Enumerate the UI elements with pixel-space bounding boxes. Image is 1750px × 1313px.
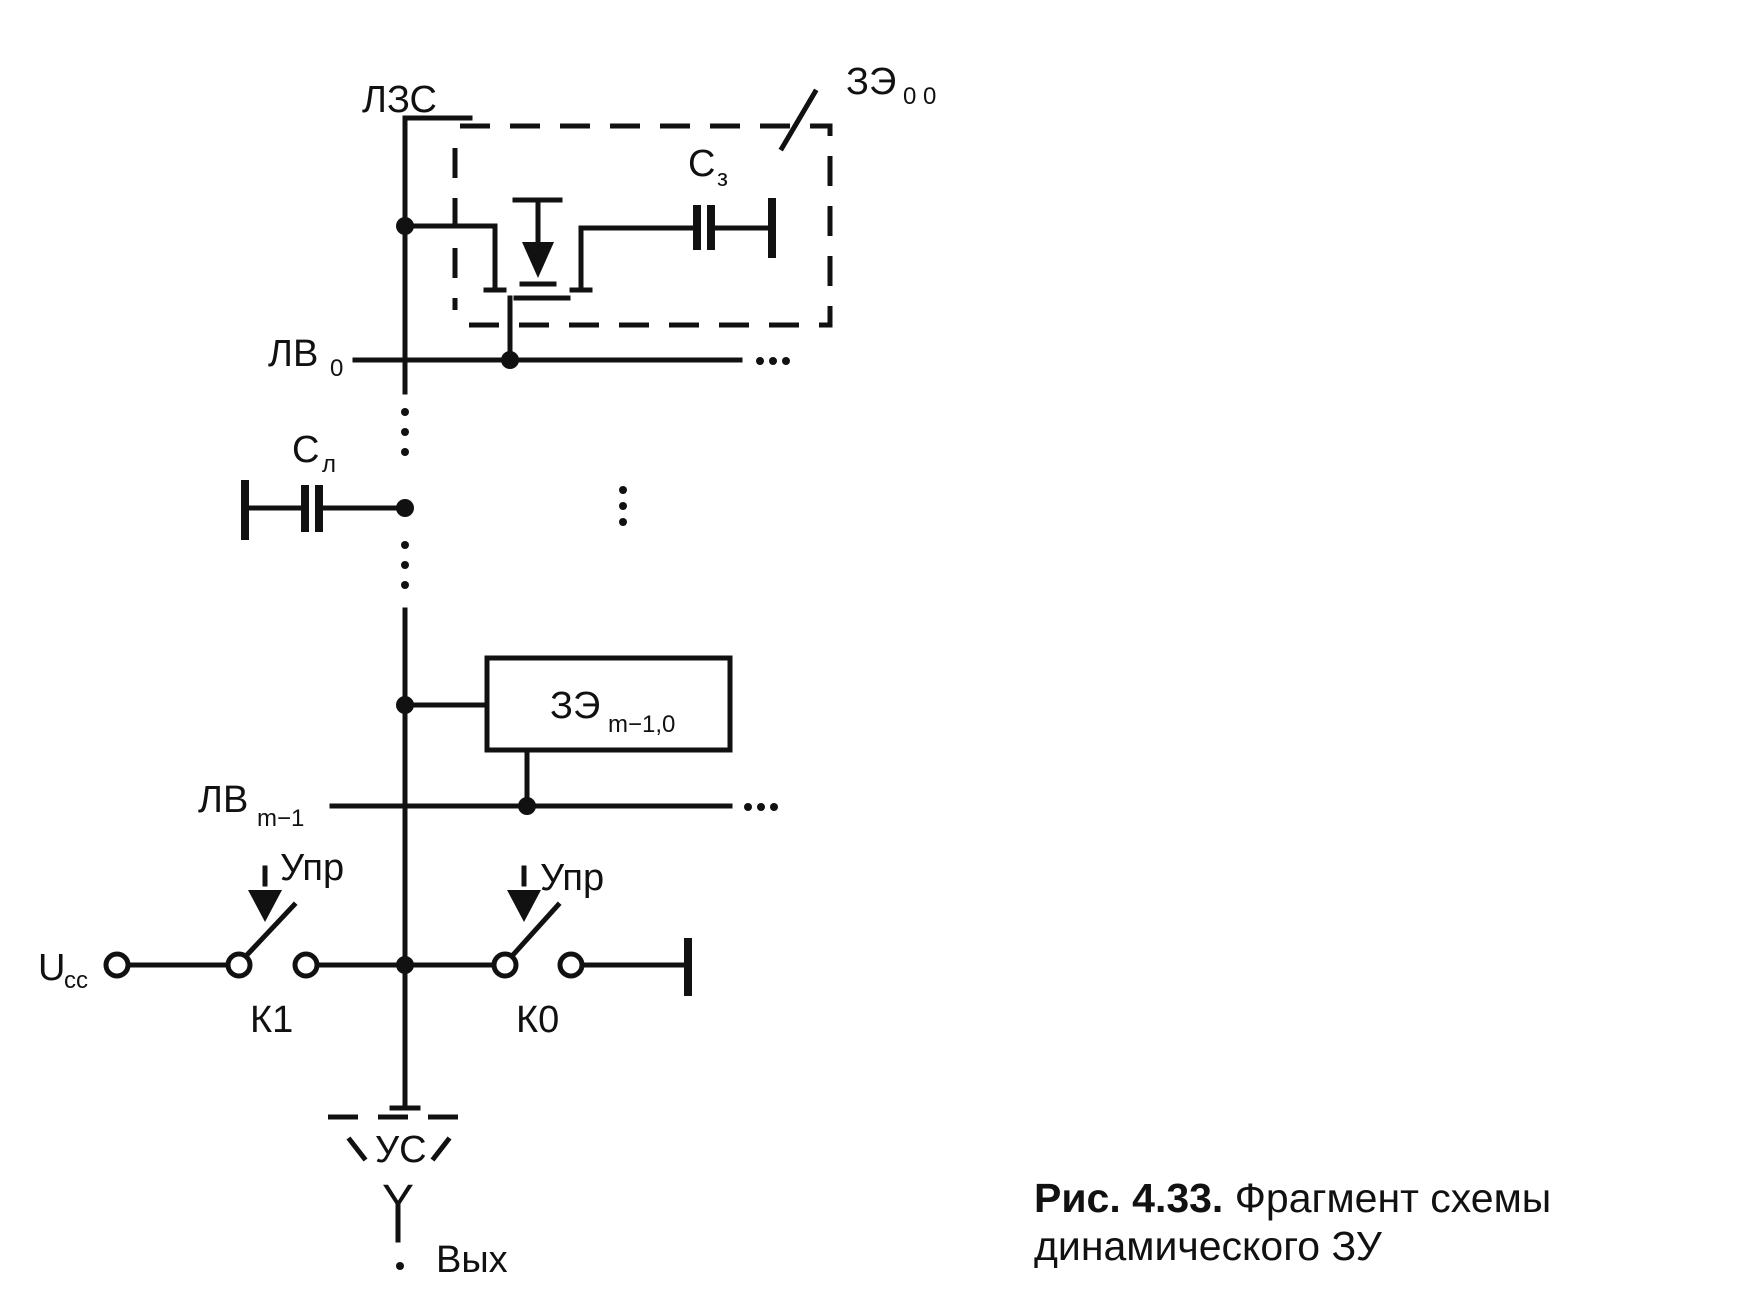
- storage-element-m1: [396, 655, 733, 809]
- word-m1-sub: m−1: [257, 805, 304, 832]
- line-cap-sub: л: [322, 451, 336, 478]
- cell-m1-label: ЗЭ: [550, 685, 600, 727]
- cell-cap-sub: з: [717, 165, 728, 192]
- cell-cap-label: С: [688, 143, 715, 185]
- line-cap-label: С: [292, 429, 319, 471]
- word0-sub: 0: [330, 355, 343, 382]
- supply-label: U: [38, 947, 65, 989]
- output-sub: Вых: [436, 1239, 508, 1281]
- switch0-label: К0: [516, 999, 559, 1041]
- switch1-label: К1: [250, 999, 293, 1041]
- word-line-0: [352, 351, 790, 369]
- bit-line: [401, 115, 473, 1111]
- cell-00-sub: 0 0: [903, 83, 936, 110]
- ctrl1-label: Упр: [280, 847, 344, 889]
- caption-number: Рис. 4.33.: [1034, 1175, 1224, 1221]
- bitline-label: ЛЗС: [362, 79, 437, 121]
- supply-sub: cc: [64, 967, 88, 994]
- ctrl2-label: Упр: [540, 857, 604, 899]
- sense-amplifier: [328, 1105, 470, 1270]
- switch-k1-control: [248, 865, 282, 922]
- output-label: Y: [382, 1176, 414, 1229]
- line-capacitor: [241, 480, 414, 540]
- word0-label: ЛВ: [268, 333, 318, 375]
- cell-m1-sub: m−1,0: [608, 711, 675, 738]
- cell-00-label: ЗЭ: [846, 61, 896, 103]
- switch-chain: [103, 901, 692, 996]
- switch-k0-control: [507, 865, 541, 922]
- amp-label: УС: [375, 1129, 427, 1171]
- word-m1-label: ЛВ: [198, 779, 248, 821]
- column-ellipsis: [619, 486, 627, 526]
- word-line-m1: [329, 797, 778, 815]
- storage-element-00: [396, 88, 833, 359]
- caption-text: Фрагмент схемы динамического ЗУ: [1034, 1175, 1552, 1269]
- figure-caption: Рис. 4.33. Фрагмент схемы динамического …: [1034, 1174, 1734, 1270]
